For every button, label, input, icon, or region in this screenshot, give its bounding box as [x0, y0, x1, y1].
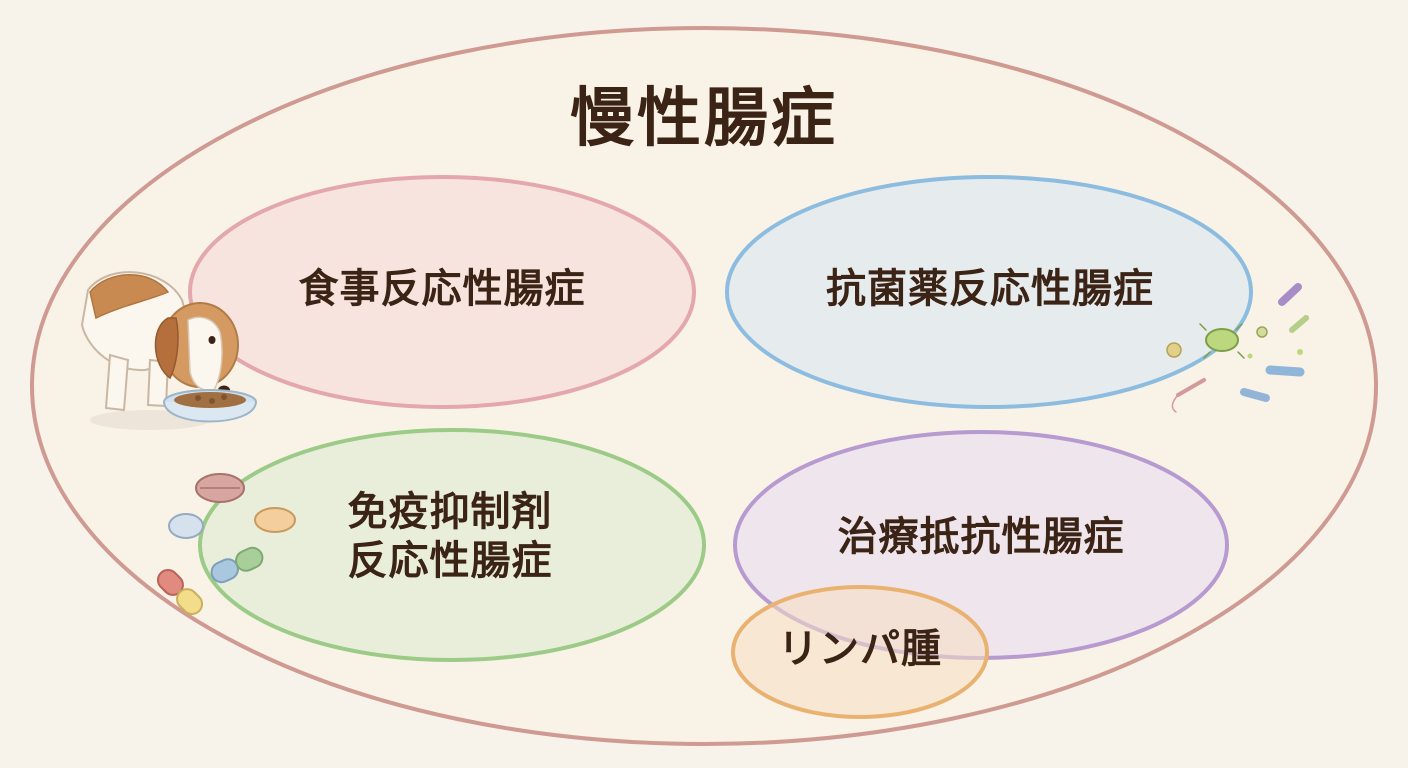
immunosuppressant-responsive-ellipse	[198, 428, 706, 662]
pills-icon	[156, 473, 296, 616]
dog-eating-icon	[80, 271, 257, 430]
lymphoma-label: リンパ腫	[778, 626, 942, 672]
refractory-label: 治療抵抗性腸症	[837, 514, 1125, 560]
food-responsive-label: 食事反応性腸症	[298, 266, 586, 312]
antibiotic-responsive-label: 抗菌薬反応性腸症	[826, 266, 1154, 312]
diagram-title: 慢性腸症	[570, 82, 838, 156]
food-responsive-ellipse	[188, 175, 696, 409]
immunosuppressant-label-line-2: 反応性腸症	[347, 537, 553, 584]
antibiotic-responsive-ellipse	[725, 175, 1253, 409]
immunosuppressant-responsive-label: 免疫抑制剤 反応性腸症	[215, 488, 685, 586]
bacteria-icon	[1166, 283, 1309, 413]
lymphoma-ellipse	[731, 585, 989, 719]
immunosuppressant-label-line-1: 免疫抑制剤	[347, 489, 553, 535]
